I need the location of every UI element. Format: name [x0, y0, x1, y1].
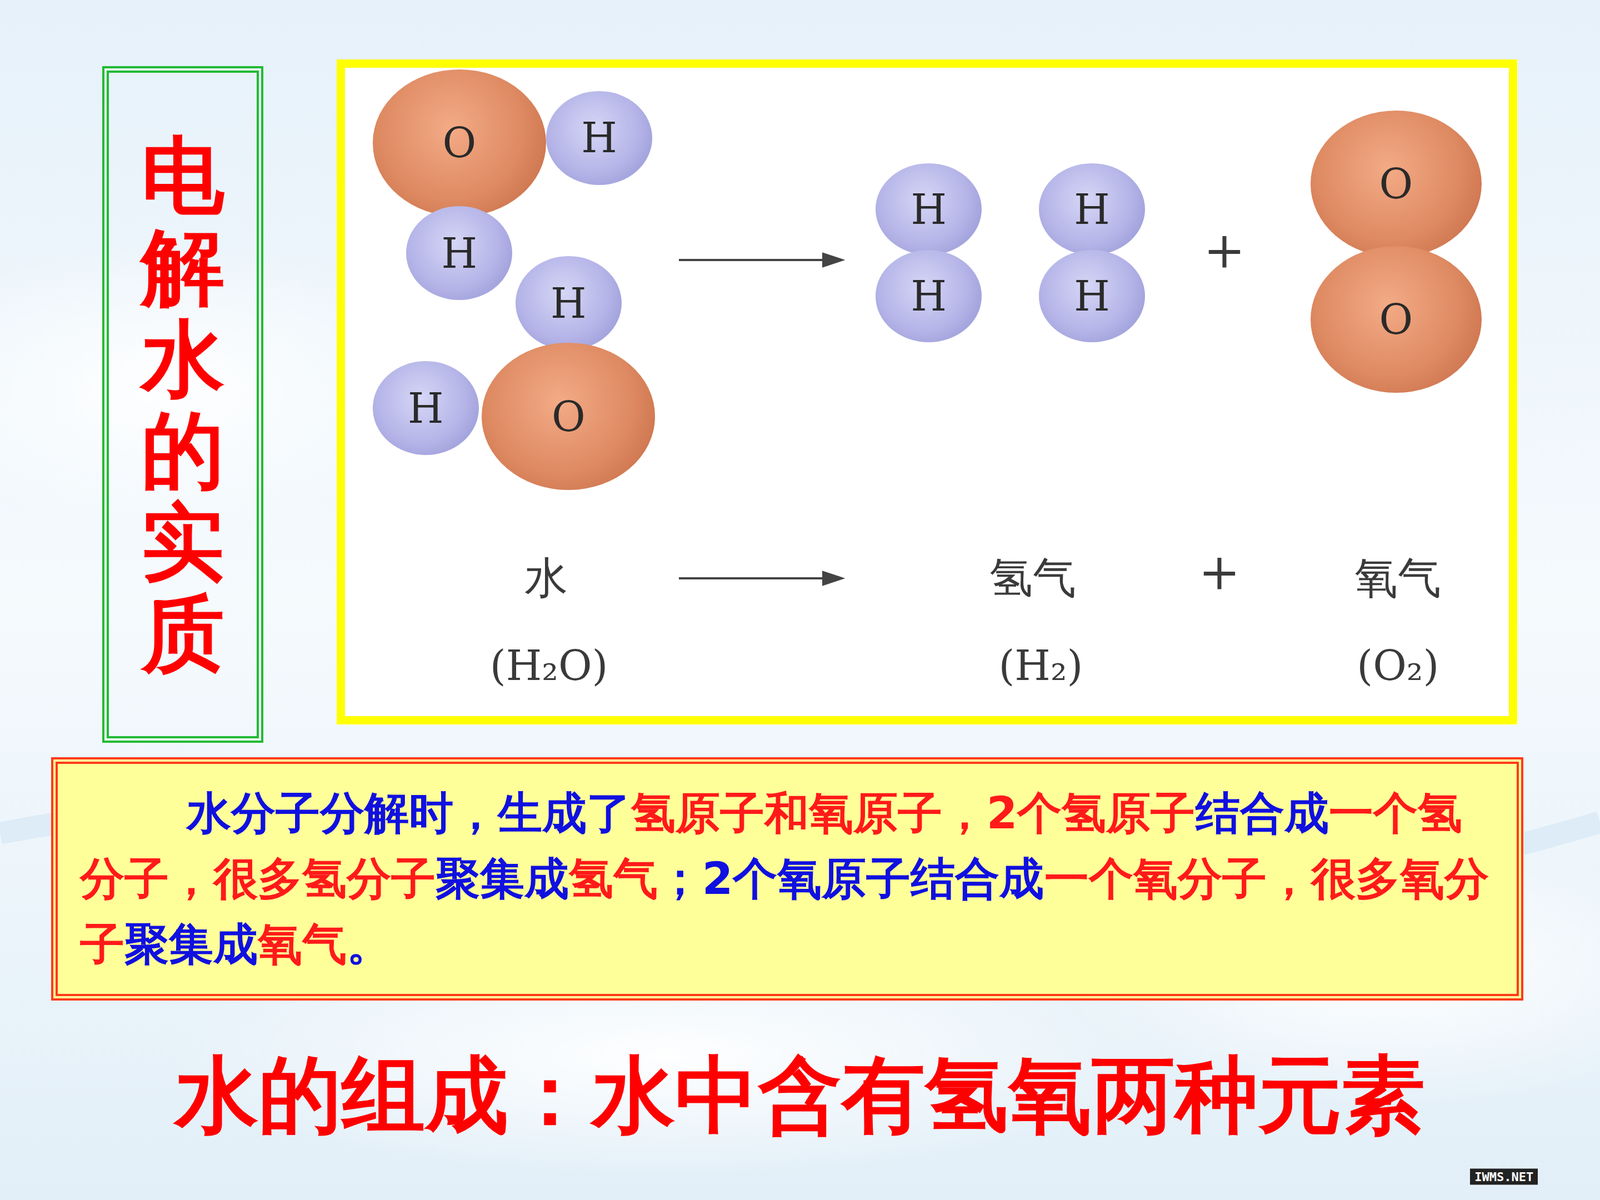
title-column-box: 电解水的实质 [102, 66, 264, 743]
arrow-head [823, 572, 842, 585]
plus-sign: + [1198, 542, 1240, 601]
atom-symbol: O [442, 122, 477, 164]
atom-symbol: O [1379, 163, 1414, 205]
oxygen-atom: O [481, 342, 655, 490]
arrow-line [678, 258, 834, 262]
caption: 水的组成：水中含有氢氧两种元素 [175, 1040, 1425, 1153]
substance-name: 水 [524, 549, 568, 608]
atom-symbol: O [1379, 298, 1414, 340]
atom-symbol: H [910, 188, 947, 230]
chemical-formula: (O₂) [1356, 641, 1439, 690]
reaction-arrows [678, 253, 842, 585]
hydrogen-atom: H [406, 206, 513, 300]
oxygen-atom: O [372, 69, 547, 217]
atom-symbol: H [581, 117, 618, 159]
hydrogen-atom: H [875, 250, 982, 342]
arrow-head [823, 253, 842, 267]
atom-symbol: H [550, 282, 587, 324]
oxygen-atom: O [1310, 110, 1483, 258]
atom-symbol: H [441, 232, 478, 274]
atom-symbol: O [551, 396, 586, 438]
arrow-line [678, 577, 834, 580]
plain-run: 聚集成 [124, 918, 258, 970]
atom-symbol: H [910, 275, 947, 317]
atom-symbol: H [407, 387, 444, 429]
substance-name: 氧气 [1354, 549, 1442, 608]
plain-run: ；2个氧原子结合成 [657, 852, 1045, 905]
substance-name: 氢气 [989, 549, 1077, 608]
hydrogen-atom: H [1038, 250, 1145, 342]
highlight-run: 氢原子和氧原子，2个氢原子 [631, 787, 1196, 839]
reaction-panel: O H H H H O H H H H O O [336, 59, 1518, 725]
explanation-text: 水分子分解时，生成了氢原子和氧原子，2个氢原子结合成一个氢分子，很多氢分子聚集成… [80, 780, 1495, 978]
watermark: IWMS.NET [1470, 1168, 1538, 1185]
atom-symbol: H [1073, 188, 1110, 230]
oxygen-atom: O [1310, 246, 1483, 393]
hydrogen-atom: H [1038, 163, 1145, 255]
hydrogen-atom: H [546, 91, 653, 185]
hydrogen-atom: H [372, 361, 479, 455]
plain-run: 。 [346, 918, 392, 970]
plain-run: 结合成 [1195, 787, 1329, 839]
highlight-run: 氢气 [568, 852, 658, 905]
chemical-formula: (H₂O) [490, 641, 609, 690]
atom-symbol: H [1073, 275, 1110, 317]
panel-fill [336, 59, 1518, 725]
plain-run: 水分子分解时，生成了 [186, 787, 632, 839]
hydrogen-atom: H [875, 163, 982, 255]
explanation-box: 水分子分解时，生成了氢原子和氧原子，2个氢原子结合成一个氢分子，很多氢分子聚集成… [51, 757, 1524, 1001]
plus-sign: + [1203, 221, 1245, 280]
vertical-title: 电解水的实质 [141, 129, 225, 680]
plain-run: 聚集成 [435, 852, 569, 905]
highlight-run: 氧气 [257, 918, 347, 970]
chemical-formula: (H₂) [998, 641, 1083, 690]
hydrogen-atom: H [515, 256, 622, 350]
